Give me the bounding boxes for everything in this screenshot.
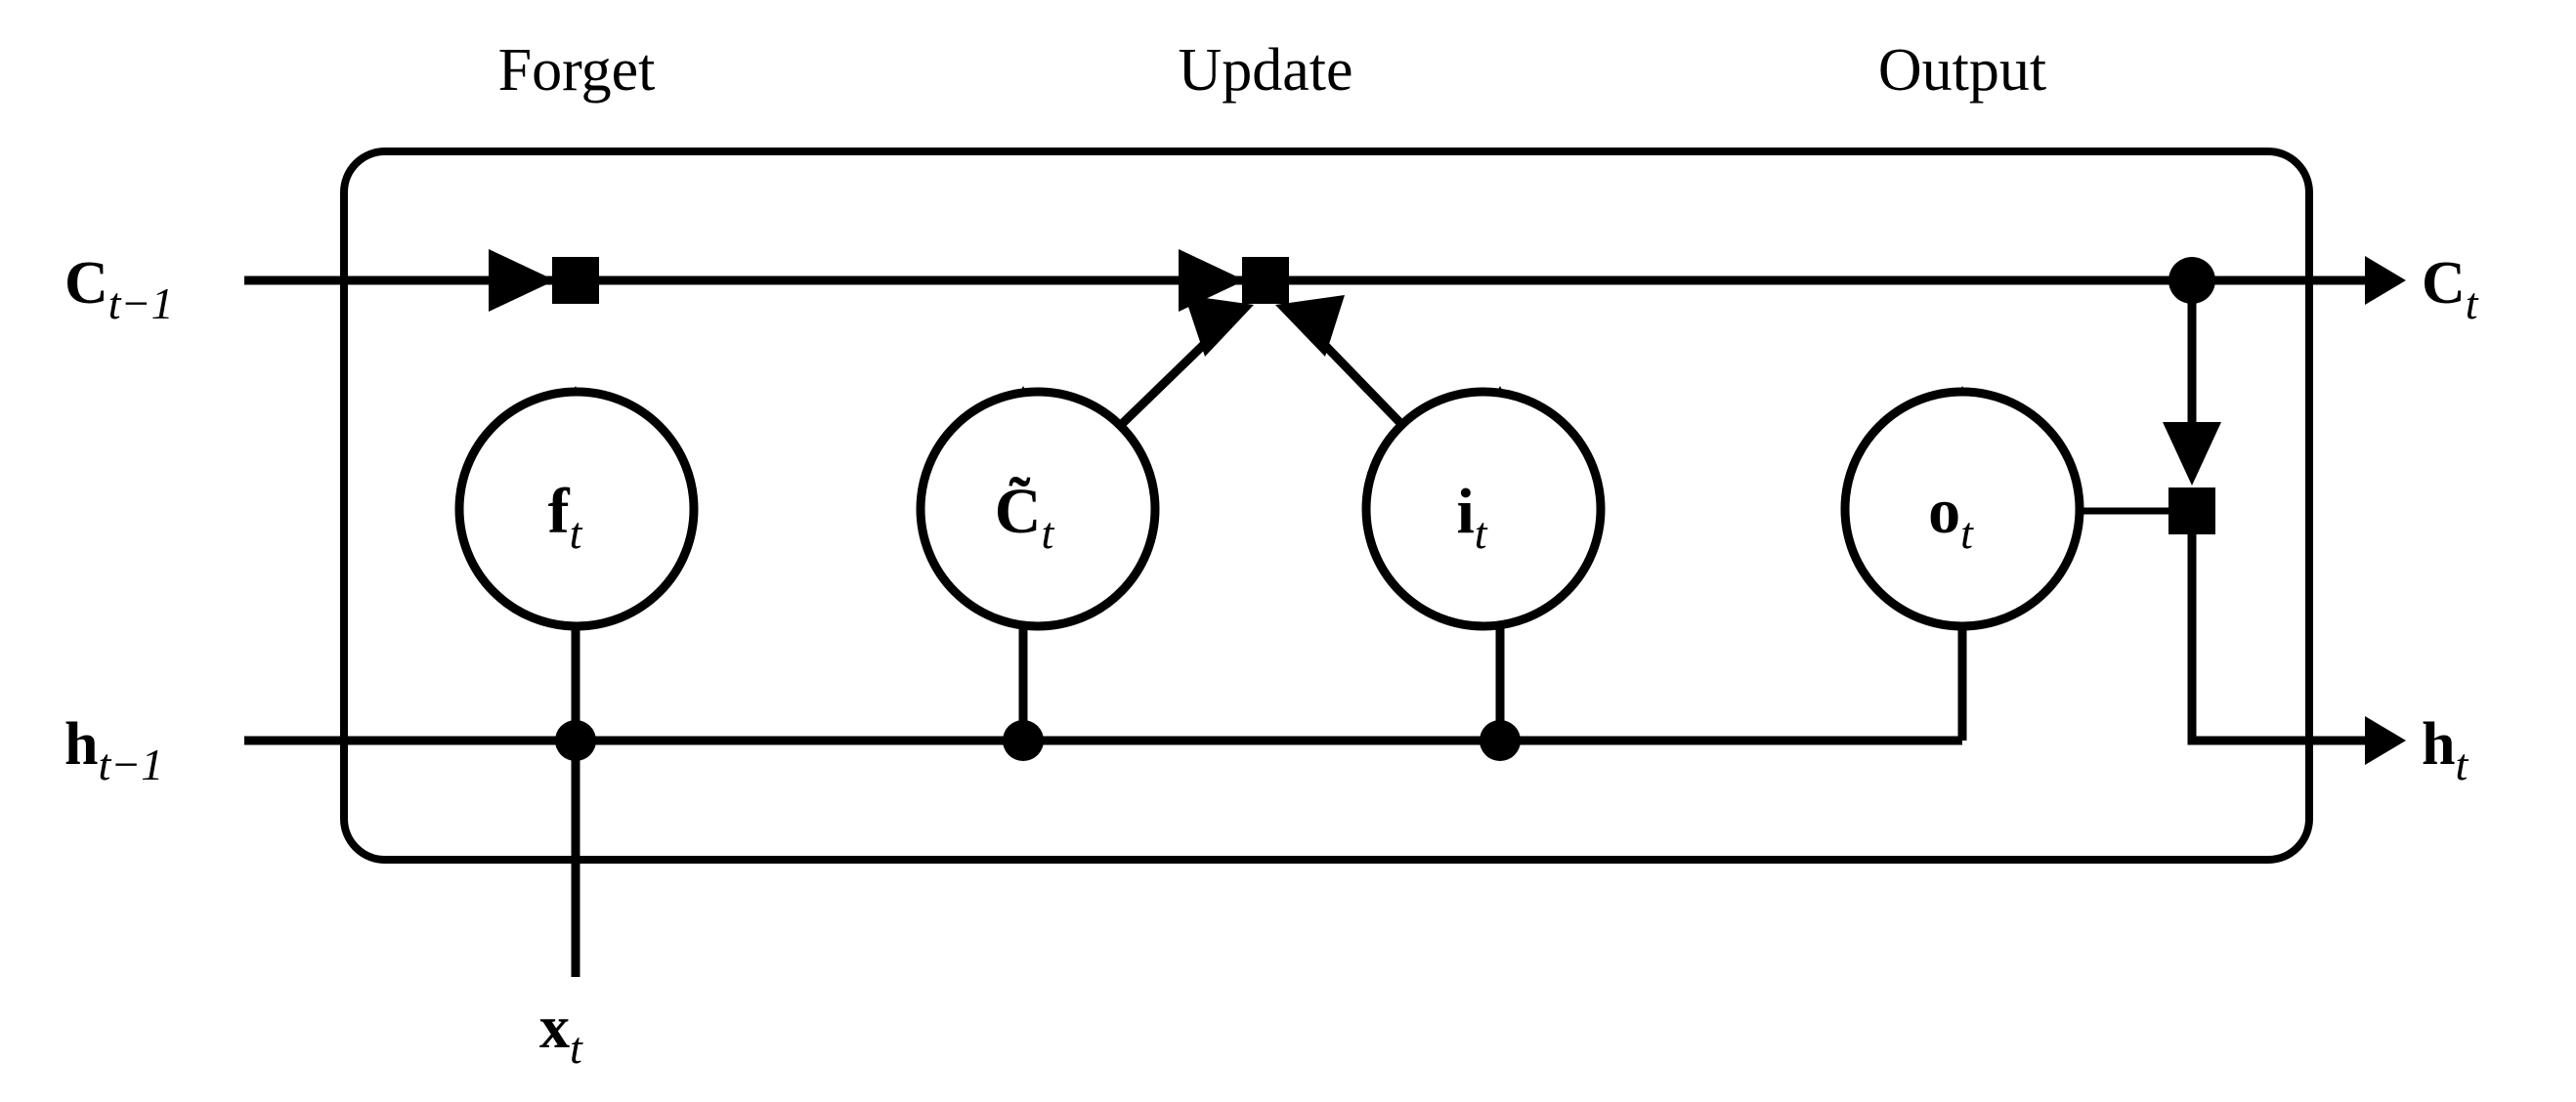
input-gate-to-add-arrowhead: [1275, 295, 1345, 357]
label-hidden-state-in: ht−1: [64, 711, 163, 789]
output-gate-sub: t: [1960, 508, 1974, 558]
candidate-gate-label: C̃t: [995, 476, 1055, 558]
update-gate-arrowhead: [1179, 249, 1245, 312]
label-cell-state-out: Ct: [2422, 250, 2479, 328]
hidden-state-in-sub: t−1: [98, 740, 163, 789]
forget-gate-arrowhead: [489, 249, 555, 312]
candidate-gate-circle[interactable]: [916, 387, 1160, 631]
cell-state-out-sub: t: [2466, 278, 2479, 328]
output-gate-circle[interactable]: [1840, 387, 2084, 631]
hidden-state-out-wire: [2187, 534, 2365, 745]
section-label-forget: Forget: [498, 37, 656, 104]
svg-text:it: it: [1456, 476, 1487, 558]
forget-gate-base: f: [548, 476, 571, 547]
h-branch-input-dot: [1480, 720, 1521, 761]
label-cell-state-in: Ct−1: [64, 250, 174, 328]
cell-state-out-arrowhead: [2365, 256, 2406, 305]
candidate-gate-sub: t: [1041, 508, 1054, 558]
forget-gate-circle[interactable]: [454, 387, 699, 631]
input-x-base: x: [539, 995, 570, 1061]
input-gate-circle[interactable]: [1361, 387, 1606, 631]
section-label-output: Output: [1878, 37, 2046, 104]
section-label-update: Update: [1178, 37, 1352, 104]
svg-text:xt: xt: [539, 995, 583, 1073]
svg-text:Ct−1: Ct−1: [64, 250, 174, 328]
label-hidden-state-out: ht: [2422, 711, 2469, 789]
cell-state-out-base: C: [2422, 250, 2466, 317]
svg-text:C̃t: C̃t: [995, 476, 1055, 558]
svg-text:ot: ot: [1928, 476, 1974, 558]
output-gate-label: ot: [1928, 476, 1974, 558]
input-gate-label: it: [1456, 476, 1487, 558]
cell-body-outline: [340, 148, 2313, 864]
input-x-sub: t: [570, 1023, 583, 1073]
input-gate-sub: t: [1475, 508, 1488, 558]
x-branch-forget-dot: [555, 720, 596, 761]
forget-gate-label: ft: [548, 476, 583, 558]
hidden-state-out-arrowhead: [2365, 716, 2406, 765]
cell-state-in-base: C: [64, 250, 108, 317]
svg-text:ht: ht: [2422, 711, 2469, 789]
svg-text:ft: ft: [548, 476, 583, 558]
output-gate-base: o: [1928, 476, 1960, 547]
forget-multiply-operator[interactable]: [552, 257, 599, 304]
svg-text:ht−1: ht−1: [64, 711, 163, 789]
hidden-state-out-base: h: [2422, 711, 2455, 778]
cell-to-output-multiply-arrowhead: [2163, 422, 2221, 486]
cell-branch-output-dot: [2168, 257, 2215, 304]
hidden-state-in-base: h: [64, 711, 98, 778]
label-input-x: xt: [539, 995, 583, 1073]
hidden-state-out-sub: t: [2455, 740, 2469, 789]
svg-text:Ct: Ct: [2422, 250, 2479, 328]
h-branch-candidate-dot: [1003, 720, 1044, 761]
update-add-operator[interactable]: [1242, 257, 1289, 304]
forget-gate-sub: t: [570, 508, 583, 558]
candidate-to-add-arrowhead: [1184, 295, 1254, 357]
input-gate-base: i: [1456, 476, 1474, 547]
output-multiply-operator[interactable]: [2168, 487, 2215, 534]
cell-state-in-sub: t−1: [108, 278, 174, 328]
candidate-gate-base: C̃: [995, 476, 1042, 547]
